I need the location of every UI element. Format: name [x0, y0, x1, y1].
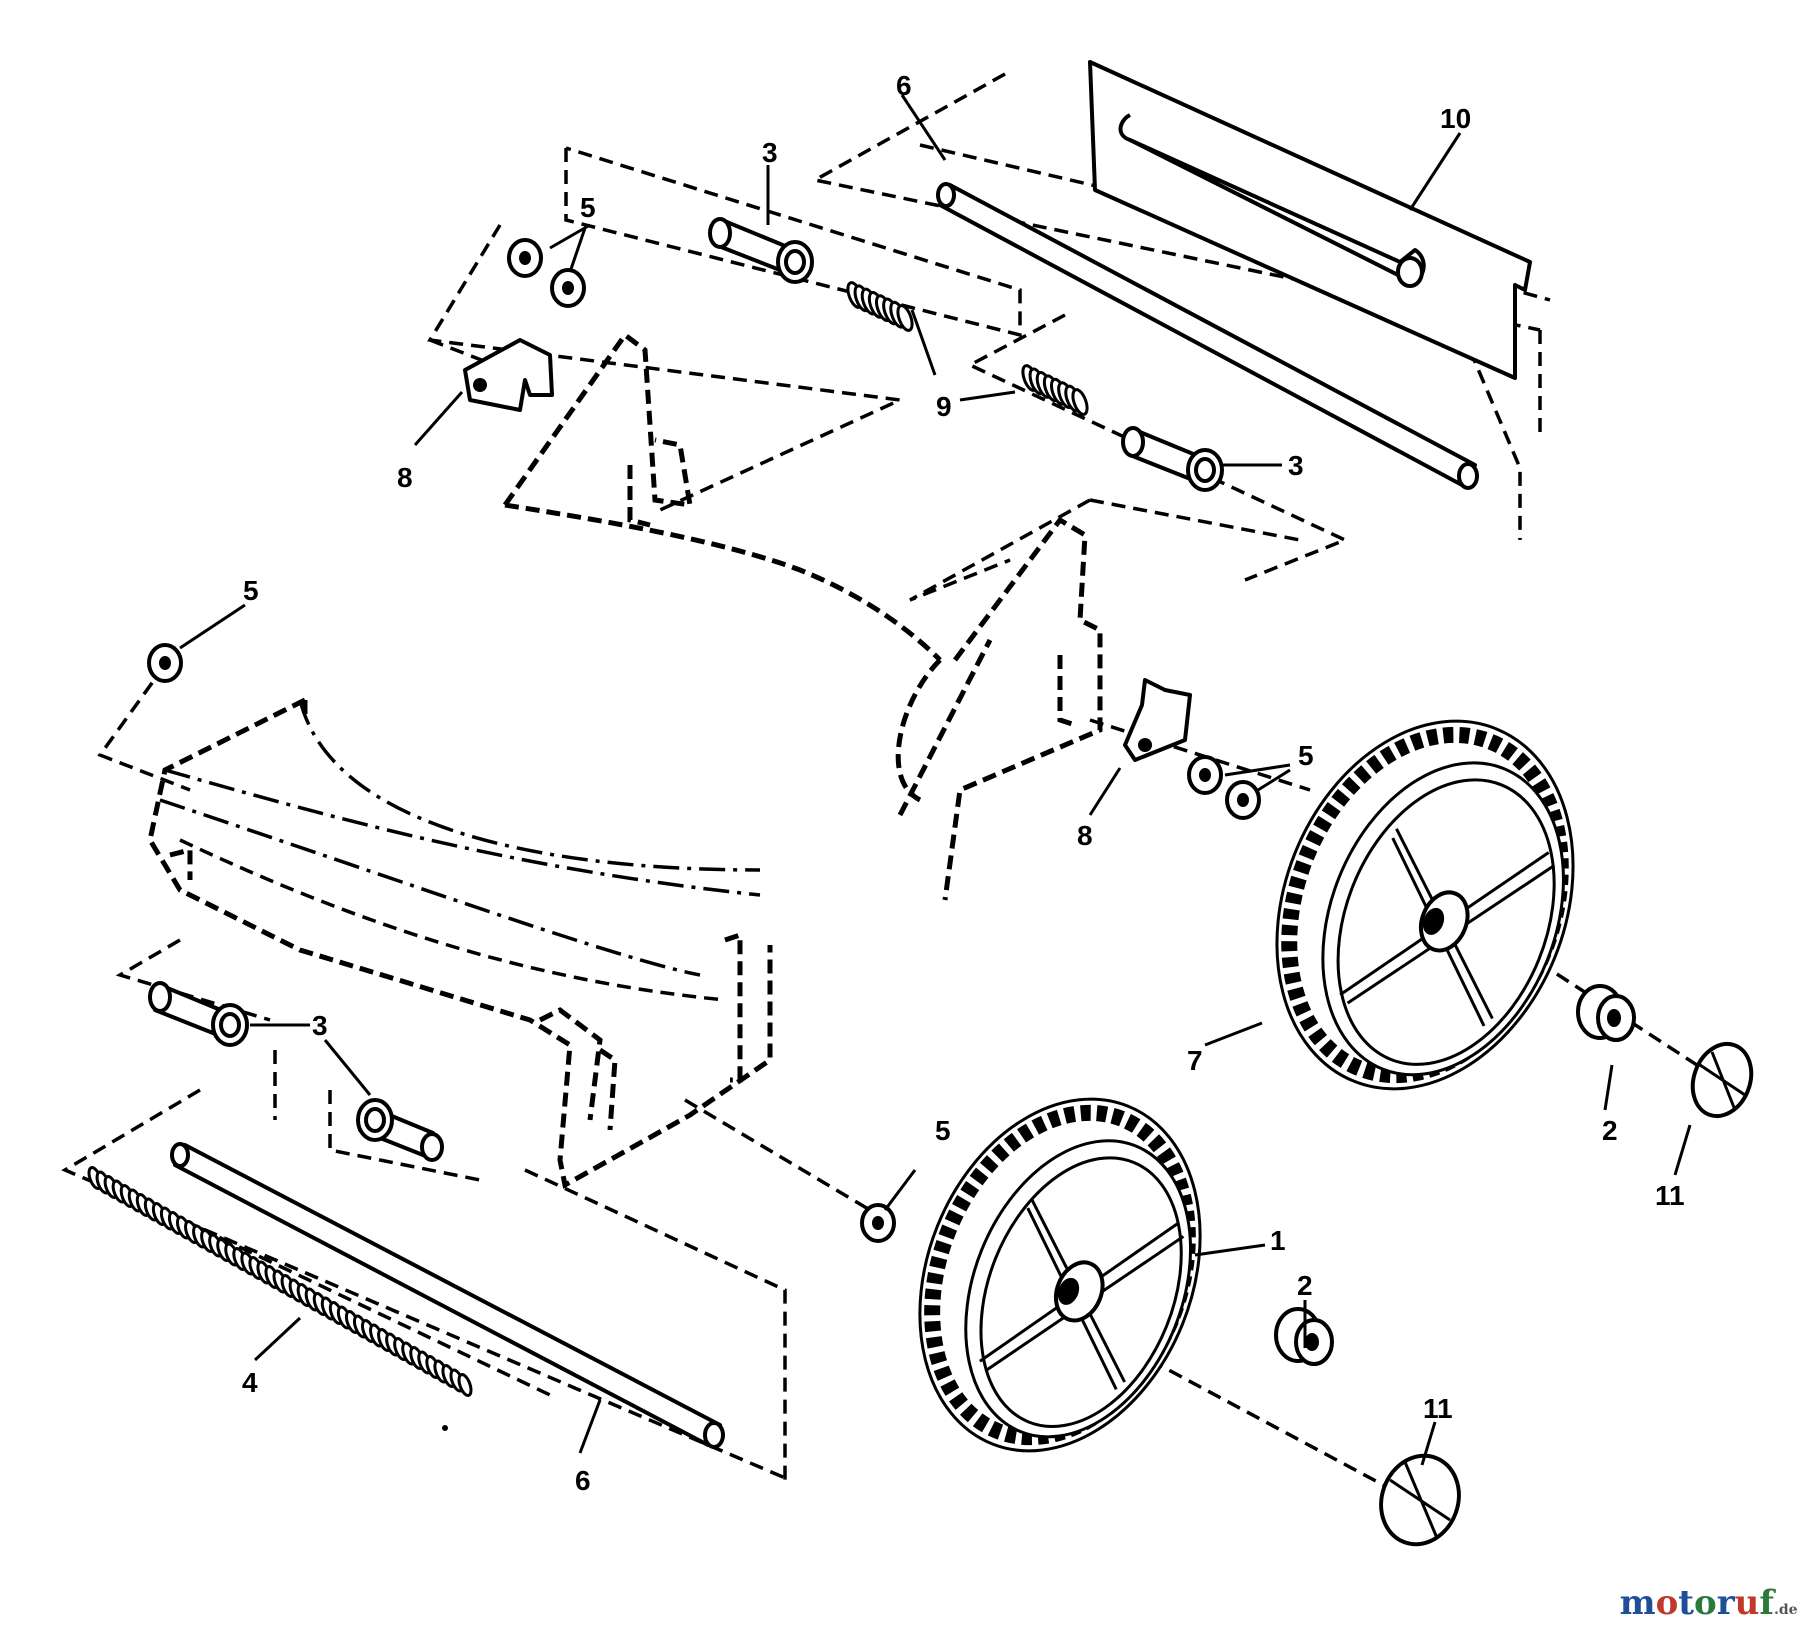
callout-3-top: 3: [762, 137, 778, 168]
motoruf-watermark: motoruf .de: [1620, 1583, 1798, 1623]
bushing-icon: [148, 217, 1224, 1162]
spring-coil: [457, 1373, 473, 1397]
spring-coil: [1071, 388, 1089, 416]
callout-labels: 10 6 3 5 8 9 3 5 5 8 3 3 7 2 11 5 1 4 6 …: [242, 70, 1685, 1496]
callout-5-right: 5: [1298, 740, 1314, 771]
callout-9: 9: [936, 391, 952, 422]
callout-10: 10: [1440, 103, 1471, 134]
callout-5-bottom: 5: [935, 1115, 951, 1146]
callout-8-left: 8: [397, 462, 413, 493]
callout-5-left: 5: [243, 575, 259, 606]
callout-7: 7: [1187, 1045, 1203, 1076]
callout-1: 1: [1270, 1225, 1286, 1256]
wheel-icon: [918, 719, 1636, 1453]
callout-2-bottom: 2: [1297, 1270, 1313, 1301]
callout-3-left-a: 3: [312, 1010, 328, 1041]
leader-lines: [179, 94, 1692, 1466]
spring-icon: [87, 281, 1089, 1397]
callout-5-top: 5: [580, 192, 596, 223]
callout-2-right: 2: [1602, 1115, 1618, 1146]
callout-3-right: 3: [1288, 450, 1304, 481]
handle-bar-icon: [1088, 60, 1532, 380]
callout-11-bottom: 11: [1423, 1393, 1453, 1424]
watermark-domain: .de: [1774, 1602, 1798, 1618]
callout-6-bottom: 6: [575, 1465, 591, 1496]
callout-8-right: 8: [1077, 820, 1093, 851]
callout-11-right: 11: [1655, 1180, 1685, 1211]
spring-coil: [896, 304, 914, 332]
axle-icon: [936, 182, 1479, 490]
callout-6-top: 6: [896, 70, 912, 101]
hubcap-icon: [1379, 1041, 1754, 1547]
watermark-logo: motoruf: [1620, 1583, 1777, 1623]
callout-4: 4: [242, 1367, 258, 1398]
washer-icon: [147, 238, 1261, 1243]
lower-axle-rod: [170, 1142, 725, 1449]
bracket-icon: [463, 338, 1192, 762]
mower-deck: [147, 331, 1103, 1189]
